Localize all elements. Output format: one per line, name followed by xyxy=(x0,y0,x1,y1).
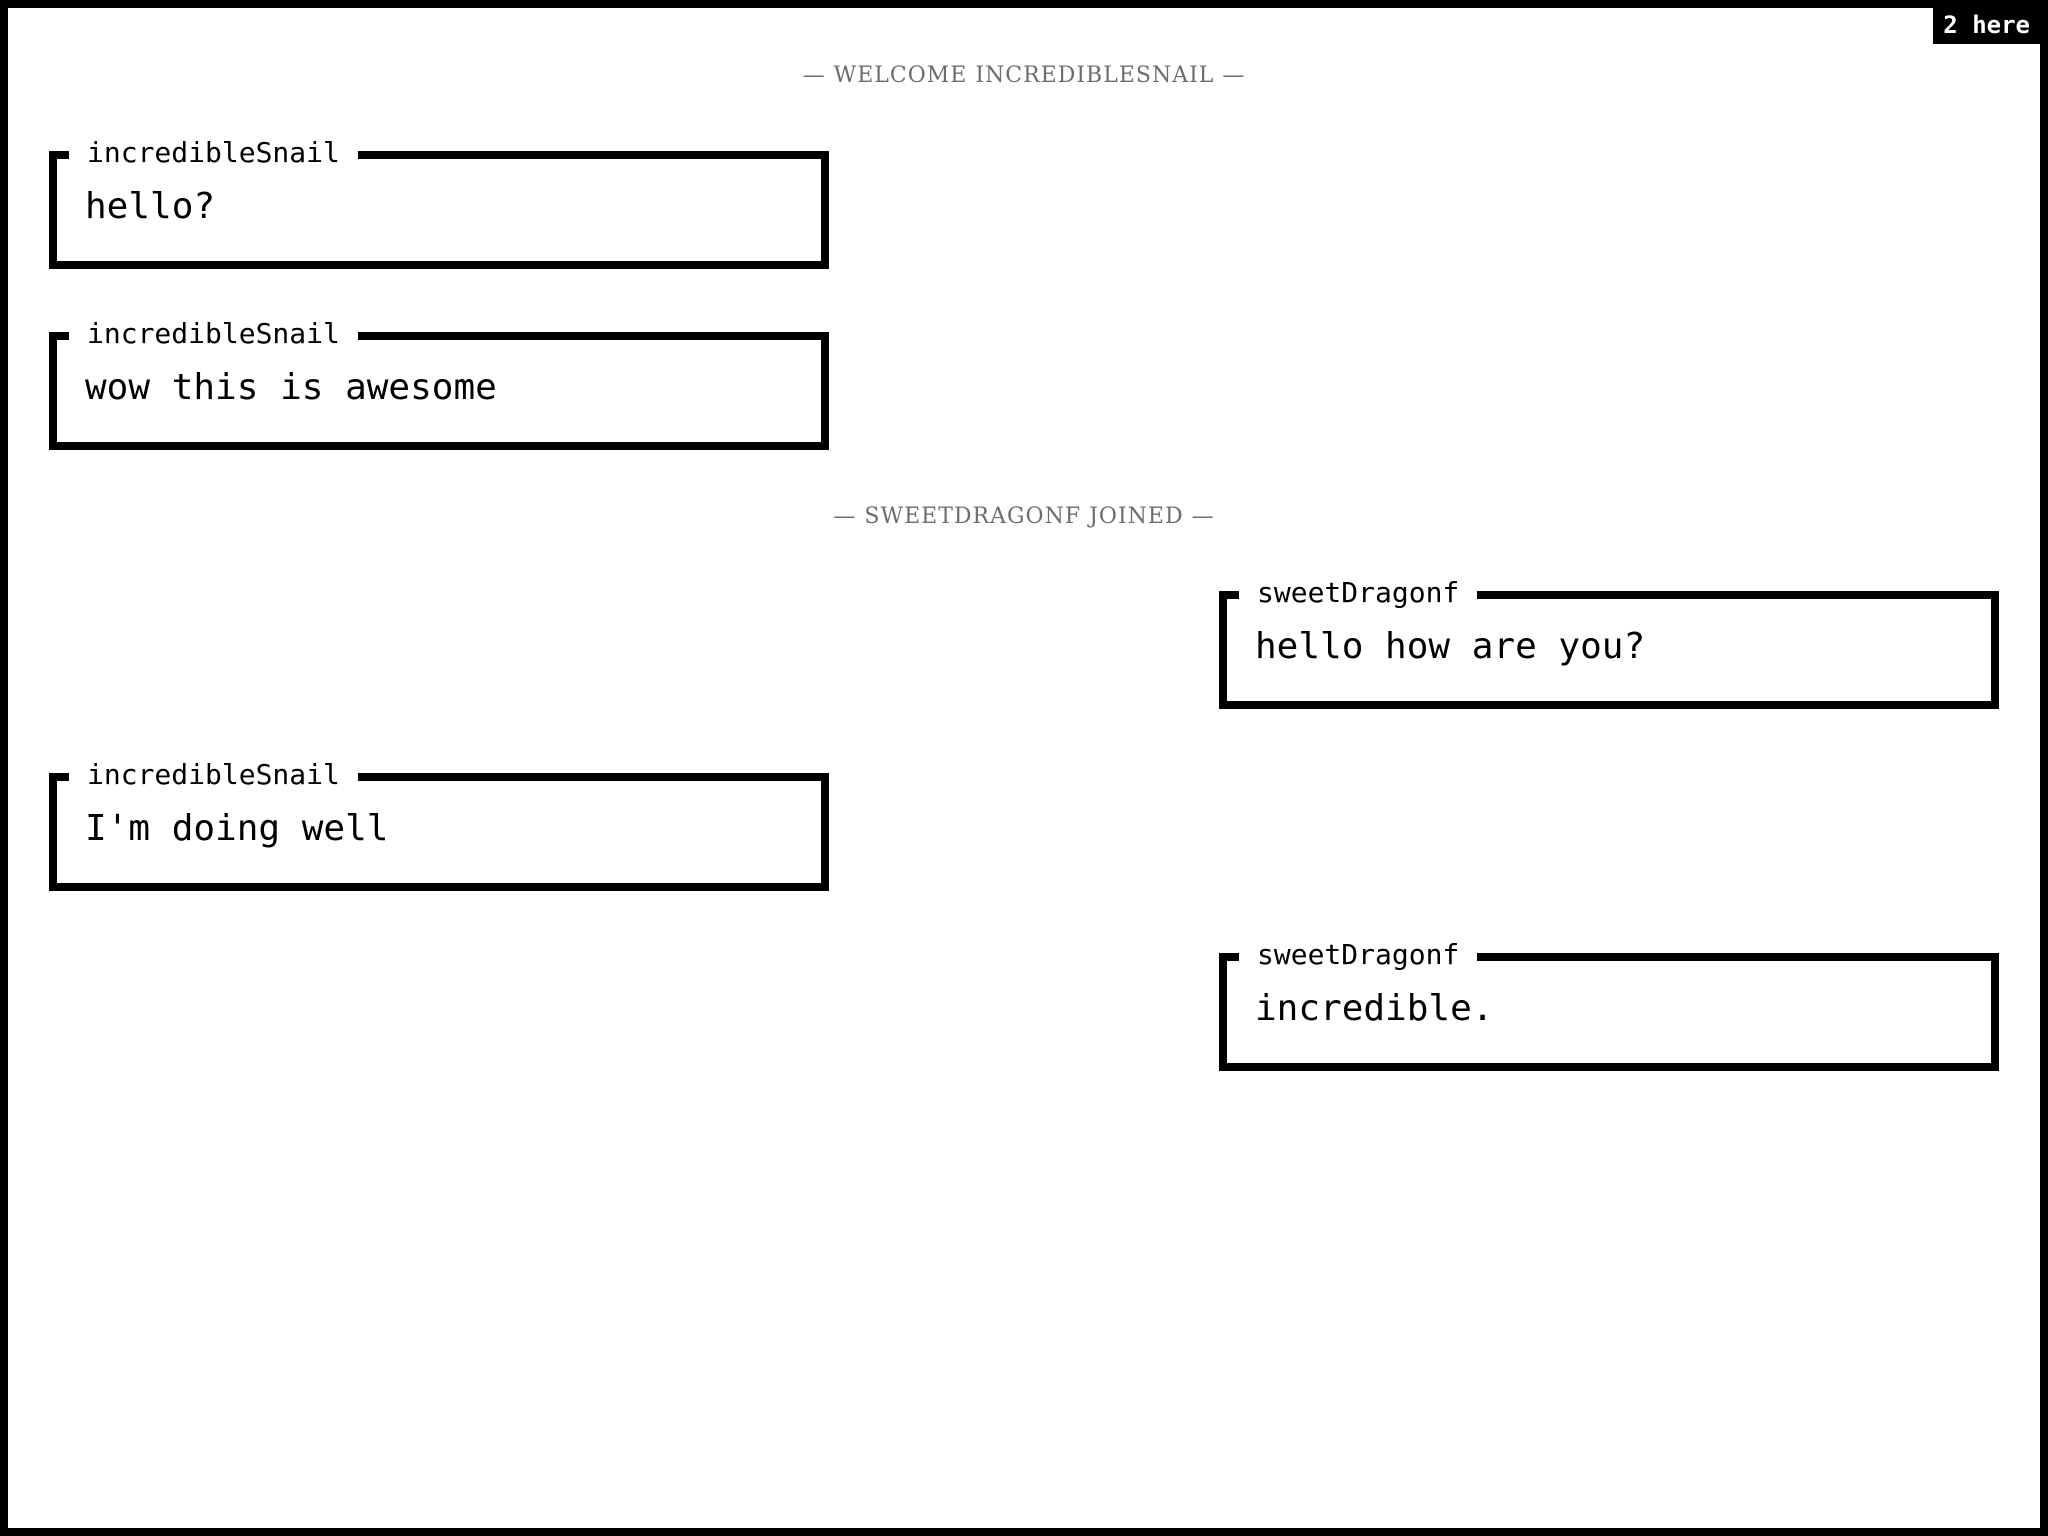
chat-message: incredibleSnail hello? xyxy=(49,137,829,269)
system-message-joined: — SWEETDRAGONF JOINED — xyxy=(833,504,1215,529)
message-author: sweetDragonf xyxy=(1239,939,1478,971)
chat-message: incredibleSnail wow this is awesome xyxy=(49,318,829,450)
online-count-badge: 2 here xyxy=(1933,8,2040,44)
message-text: hello? xyxy=(85,186,216,227)
message-text: incredible. xyxy=(1255,988,1494,1029)
chat-message: sweetDragonf incredible. xyxy=(1219,939,1999,1071)
message-author: incredibleSnail xyxy=(69,759,358,791)
message-text: hello how are you? xyxy=(1255,626,1646,667)
chat-message: sweetDragonf hello how are you? xyxy=(1219,577,1999,709)
message-author: incredibleSnail xyxy=(69,137,358,169)
message-text: wow this is awesome xyxy=(85,367,497,408)
message-author: incredibleSnail xyxy=(69,318,358,350)
message-author: sweetDragonf xyxy=(1239,577,1478,609)
chat-message: incredibleSnail I'm doing well xyxy=(49,759,829,891)
chat-window: 2 here — WELCOME INCREDIBLESNAIL — incre… xyxy=(8,8,2040,1528)
message-text: I'm doing well xyxy=(85,808,389,849)
system-message-welcome: — WELCOME INCREDIBLESNAIL — xyxy=(802,63,1246,88)
